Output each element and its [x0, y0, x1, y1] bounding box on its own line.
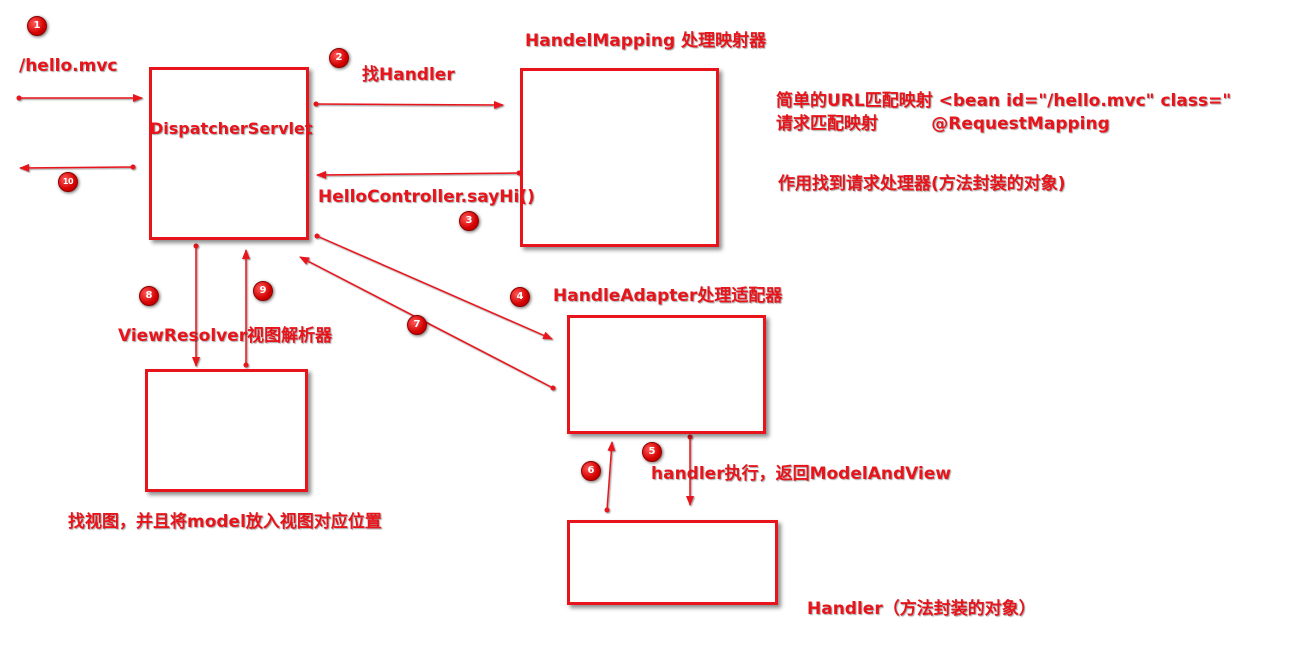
mapping-note-3: 作用找到请求处理器(方法封装的对象) [778, 174, 1066, 194]
arrow-to-adapter [316, 235, 553, 340]
arrow-response-out [19, 163, 134, 172]
find-handler-label: 找Handler [362, 65, 455, 85]
step-3-badge: 3 [459, 211, 479, 231]
step-5-badge: 5 [642, 442, 662, 462]
handler-exec-label: handler执行，返回ModelAndView [651, 464, 952, 484]
step-7-badge: 7 [407, 315, 427, 335]
handler-box [567, 520, 778, 605]
handle-adapter-box [567, 315, 766, 434]
mapping-note-2: 请求匹配映射 @RequestMapping [776, 114, 1110, 134]
step-6-badge: 6 [581, 461, 601, 481]
dispatcher-servlet-label: DispatcherServlet [150, 119, 313, 138]
view-resolver-label: ViewResolver视图解析器 [118, 326, 333, 346]
step-4-badge: 4 [510, 287, 530, 307]
request-url-label: /hello.mvc [19, 56, 118, 76]
arrow-from-handler [606, 441, 616, 511]
step-10-badge: 10 [58, 172, 78, 192]
step-1-badge: 1 [27, 16, 47, 36]
handle-adapter-label: HandleAdapter处理适配器 [553, 286, 783, 306]
step-8-badge: 8 [139, 286, 159, 306]
step-9-badge: 9 [253, 281, 273, 301]
arrow-return-handler [316, 170, 520, 179]
handler-mapping-box [520, 68, 719, 247]
step-2-badge: 2 [329, 48, 349, 68]
handler-mapping-label: HandelMapping 处理映射器 [525, 31, 767, 51]
controller-method-label: HelloController.sayHi() [318, 187, 535, 207]
view-note-label: 找视图，并且将model放入视图对应位置 [68, 512, 382, 532]
dispatcher-servlet-box [149, 67, 309, 240]
view-resolver-box [145, 369, 308, 492]
handler-label: Handler（方法封装的对象） [807, 599, 1036, 619]
arrow-find-handler [315, 100, 504, 109]
mapping-note-1: 简单的URL匹配映射 <bean id="/hello.mvc" class=" [776, 91, 1232, 111]
